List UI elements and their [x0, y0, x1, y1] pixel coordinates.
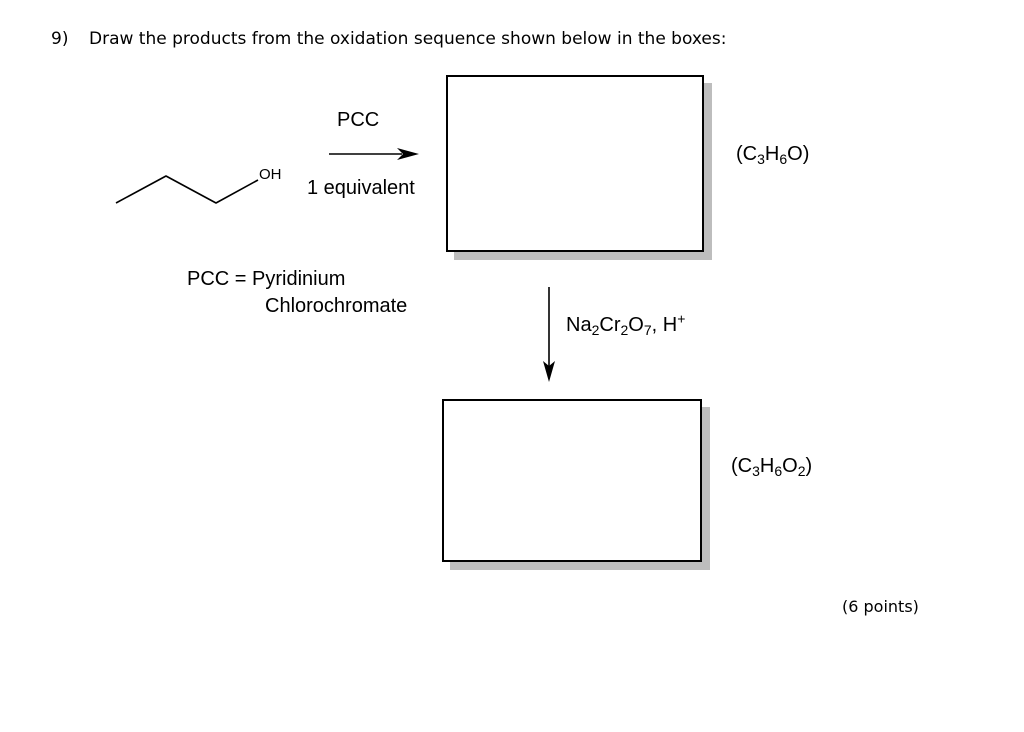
- reagent-pcc: PCC: [337, 109, 380, 131]
- product-box-1[interactable]: [446, 75, 704, 252]
- hydroxyl-label: OH: [259, 166, 282, 183]
- product1-formula: (C3H6O): [736, 143, 810, 168]
- reagent-dichromate: Na2Cr2O7, H+: [566, 310, 686, 339]
- product-box-2[interactable]: [442, 399, 702, 562]
- arrow-down-head: [543, 361, 555, 382]
- question-text: Draw the products from the oxidation seq…: [89, 29, 727, 49]
- arrow-right-head: [397, 148, 419, 160]
- reagent-equivalent: 1 equivalent: [307, 177, 415, 199]
- product2-formula: (C3H6O2): [731, 455, 813, 480]
- points-label: (6 points): [842, 597, 919, 616]
- propanol-skeleton: [115, 175, 259, 204]
- pcc-definition-line2: Chlorochromate: [265, 295, 408, 317]
- question-number: 9): [51, 29, 69, 49]
- pcc-definition-line1: PCC = Pyridinium: [187, 268, 346, 290]
